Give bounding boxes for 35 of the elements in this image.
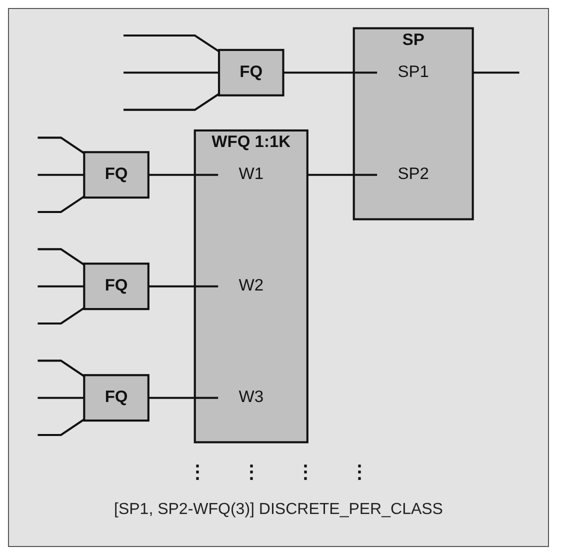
- connector: [38, 195, 85, 213]
- connector: [38, 418, 85, 436]
- connector: [283, 71, 378, 74]
- node-text: W1: [238, 165, 264, 183]
- connector: [148, 174, 218, 176]
- node-box: [83, 374, 150, 422]
- node-box: [218, 48, 284, 96]
- node-text: SP2: [398, 165, 429, 183]
- connector: [38, 306, 85, 324]
- connector: [124, 71, 219, 74]
- caption: [SP1, SP2-WFQ(3)] DISCRETE_PER_CLASS: [113, 501, 444, 519]
- ellipsis-mark: ⋮: [188, 461, 206, 483]
- connector: [148, 285, 218, 288]
- connector: [472, 71, 520, 74]
- node-text: W3: [238, 388, 264, 406]
- connector: [38, 359, 85, 377]
- connector: [38, 248, 85, 266]
- connector: [124, 92, 220, 111]
- node-text: SP1: [398, 63, 429, 81]
- connector: [124, 34, 220, 52]
- ellipsis-mark: ⋮: [350, 461, 368, 483]
- node-text: W2: [238, 276, 264, 294]
- ellipsis-mark: ⋮: [242, 461, 260, 483]
- connector: [38, 136, 85, 154]
- connector: [38, 285, 84, 288]
- node-box: [83, 262, 150, 310]
- node-box: [83, 150, 150, 198]
- connector: [38, 396, 84, 399]
- connector: [38, 174, 84, 176]
- ellipsis-mark: ⋮: [296, 461, 314, 483]
- scheduler-diagram: WFQ 1:1K SP FQ SP1 FQ W1 SP2 FQ W2 FQ W3: [15, 20, 542, 450]
- connector: [148, 396, 218, 399]
- connector: [307, 174, 378, 176]
- cluster: [352, 26, 474, 220]
- cluster: [194, 129, 308, 444]
